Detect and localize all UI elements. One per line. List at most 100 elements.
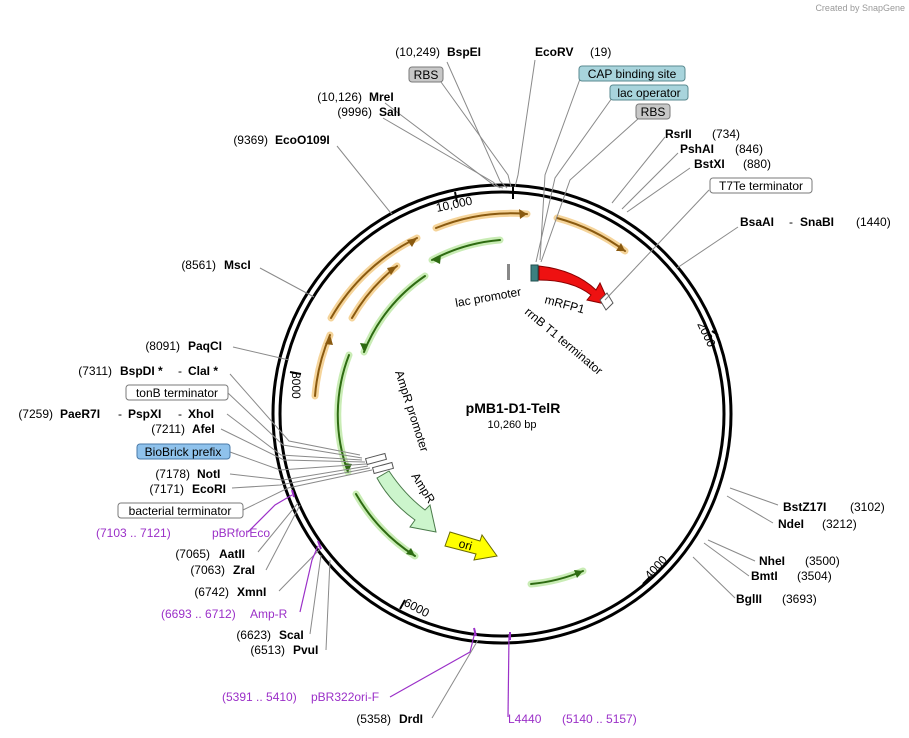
svg-text:(7063): (7063) [190, 563, 225, 577]
site-bmti[interactable]: BmtI (3504) [751, 569, 832, 583]
svg-text:T7Te terminator: T7Te terminator [719, 179, 803, 193]
svg-text:Amp-R: Amp-R [250, 607, 288, 621]
svg-text:(8091): (8091) [145, 339, 180, 353]
svg-text:(6742): (6742) [194, 585, 229, 599]
tick-label-4000: 4000 [642, 553, 670, 582]
svg-text:(3102): (3102) [850, 500, 885, 514]
svg-text:(3693): (3693) [782, 592, 817, 606]
svg-text:(8561): (8561) [181, 258, 216, 272]
label-lac-promoter: lac promoter [454, 285, 522, 310]
svg-text:L4440: L4440 [508, 712, 542, 726]
svg-text:ClaI *: ClaI * [188, 364, 218, 378]
svg-text:BstXI: BstXI [694, 157, 725, 171]
svg-text:RBS: RBS [414, 68, 439, 82]
svg-text:(3504): (3504) [797, 569, 832, 583]
plasmid-name: pMB1-D1-TelR [466, 400, 561, 416]
svg-text:ScaI: ScaI [279, 628, 304, 642]
svg-text:EcoRV: EcoRV [535, 45, 573, 59]
ampr-promoter-feature [364, 452, 395, 475]
svg-text:(3212): (3212) [822, 517, 857, 531]
site-ecoo109i[interactable]: (9369) EcoO109I [233, 133, 329, 147]
svg-text:BspDI *: BspDI * [120, 364, 163, 378]
site-msci[interactable]: (8561) MscI [181, 258, 250, 272]
primer-pbr322ori-f[interactable]: (5391 .. 5410) pBR322ori-F [222, 690, 379, 704]
site-ecorv[interactable]: EcoRV (19) [535, 45, 611, 59]
site-nhei[interactable]: NheI (3500) [759, 554, 840, 568]
feature-box-rbs[interactable]: RBS [635, 103, 671, 120]
svg-text:PspXI: PspXI [128, 407, 161, 421]
svg-text:SnaBI: SnaBI [800, 215, 834, 229]
svg-text:EcoRI: EcoRI [192, 482, 226, 496]
svg-text:-: - [789, 215, 793, 229]
site-aatii[interactable]: (7065) AatII [175, 547, 245, 561]
site-scai[interactable]: (6623) ScaI [236, 628, 303, 642]
svg-text:(19): (19) [590, 45, 611, 59]
svg-text:-: - [118, 407, 122, 421]
site-bsaai-snabi[interactable]: BsaAI - SnaBI (1440) [740, 215, 891, 229]
svg-text:(7259): (7259) [18, 407, 53, 421]
site-paer7i-pspxi-xhoi[interactable]: (7259) PaeR7I - PspXI - XhoI [18, 407, 214, 421]
site-drdi[interactable]: (5358) DrdI [356, 712, 423, 726]
svg-text:(5391 .. 5410): (5391 .. 5410) [222, 690, 297, 704]
svg-text:(7311): (7311) [78, 364, 112, 378]
site-pvui[interactable]: (6513) PvuI [250, 643, 318, 657]
svg-text:(7065): (7065) [175, 547, 210, 561]
svg-text:RsrII: RsrII [665, 127, 692, 141]
svg-text:NheI: NheI [759, 554, 785, 568]
svg-text:(10,249): (10,249) [395, 45, 440, 59]
site-noti[interactable]: (7178) NotI [155, 467, 220, 481]
lac-operator-feature [530, 264, 539, 282]
svg-text:PaeR7I: PaeR7I [60, 407, 100, 421]
ring-tick-marks [289, 187, 719, 610]
site-paqci[interactable]: (8091) PaqCI [145, 339, 222, 353]
svg-text:XhoI: XhoI [188, 407, 214, 421]
site-ecori[interactable]: (7171) EcoRI [149, 482, 226, 496]
feature-box-cap-binding-site[interactable]: CAP binding site [578, 65, 686, 82]
primer-amp-r[interactable]: (6693 .. 6712) Amp-R [161, 607, 288, 621]
site-xmni[interactable]: (6742) XmnI [194, 585, 266, 599]
svg-text:MreI: MreI [369, 90, 394, 104]
svg-text:EcoO109I: EcoO109I [275, 133, 330, 147]
primer-pbrforeco[interactable]: (7103 .. 7121) pBRforEco [96, 526, 270, 540]
feature-box-t7te-terminator[interactable]: T7Te terminator [709, 177, 813, 194]
svg-text:pBRforEco: pBRforEco [212, 526, 270, 540]
label-ori: ori [457, 536, 474, 553]
site-bspdi-clai[interactable]: (7311) BspDI * - ClaI * [78, 364, 218, 378]
site-zrai[interactable]: (7063) ZraI [190, 563, 255, 577]
site-bstxi[interactable]: BstXI (880) [694, 157, 771, 171]
svg-text:PaqCI: PaqCI [188, 339, 222, 353]
feature-box-lac-operator[interactable]: lac operator [609, 84, 689, 101]
tick-label-2000: 2000 [694, 319, 718, 349]
site-bglii[interactable]: BglII (3693) [736, 592, 817, 606]
feature-box-biobrick-prefix[interactable]: BioBrick prefix [136, 443, 231, 460]
site-afei[interactable]: (7211) AfeI [151, 422, 214, 436]
svg-text:(846): (846) [735, 142, 763, 156]
site-sali[interactable]: (9996) SalI [337, 105, 400, 119]
feature-box-tonb-terminator[interactable]: tonB terminator [125, 384, 229, 401]
site-ndei[interactable]: NdeI (3212) [778, 517, 857, 531]
svg-text:(734): (734) [712, 127, 740, 141]
plasmid-length: 10,260 bp [488, 419, 537, 431]
label-ampr-promoter: AmpR promoter [392, 369, 431, 454]
svg-text:(6513): (6513) [250, 643, 285, 657]
feature-box-rbs-top[interactable]: RBS [408, 66, 444, 83]
svg-text:-: - [178, 407, 182, 421]
lac-promoter-feature [507, 264, 510, 280]
site-rsrii[interactable]: RsrII (734) [665, 127, 740, 141]
tick-label-10000: 10,000 [435, 194, 474, 215]
svg-text:PshAI: PshAI [680, 142, 714, 156]
site-bstz17i[interactable]: BstZ17I (3102) [783, 500, 885, 514]
svg-text:CAP binding site: CAP binding site [588, 67, 677, 81]
snapgene-watermark: Created by SnapGene [815, 3, 905, 13]
site-pshai[interactable]: PshAI (846) [680, 142, 763, 156]
svg-text:(6623): (6623) [236, 628, 271, 642]
site-mrei[interactable]: (10,126) MreI [317, 90, 393, 104]
primer-l4440[interactable]: L4440 (5140 .. 5157) [508, 712, 637, 726]
site-bspei[interactable]: (10,249) BspEI [395, 45, 481, 59]
svg-text:XmnI: XmnI [237, 585, 266, 599]
feature-box-bacterial-terminator[interactable]: bacterial terminator [117, 502, 244, 519]
svg-text:SalI: SalI [379, 105, 400, 119]
svg-text:(3500): (3500) [805, 554, 840, 568]
